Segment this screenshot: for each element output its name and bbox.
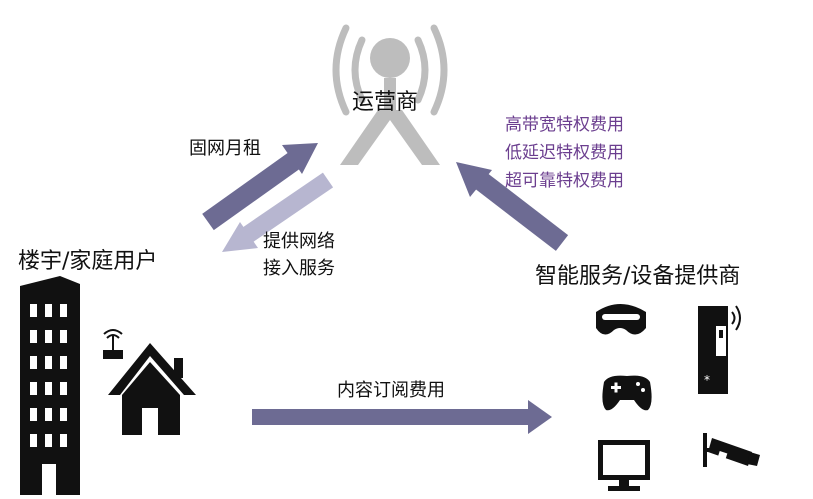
service-provider-label: 智能服务/设备提供商 <box>535 264 741 289</box>
network-access-line-2: 接入服务 <box>263 258 335 279</box>
content-subscription-label: 内容订阅费用 <box>337 380 445 401</box>
premium-fees-label: 高带宽特权费用 低延迟特权费用 超可靠特权费用 <box>505 111 624 195</box>
monthly-rent-arrow <box>202 143 318 231</box>
operator-label: 运营商 <box>352 90 419 115</box>
network-access-label: 提供网络 接入服务 <box>263 228 335 282</box>
building-users-label: 楼宇/家庭用户 <box>18 249 158 274</box>
premium-fee-latency: 低延迟特权费用 <box>505 143 624 163</box>
network-access-arrow <box>222 172 334 252</box>
content-subscription-arrow <box>252 400 552 434</box>
network-access-line-1: 提供网络 <box>263 231 335 252</box>
monthly-rent-label: 固网月租 <box>189 138 261 159</box>
premium-fee-bandwidth: 高带宽特权费用 <box>505 115 624 135</box>
svg-text:*: * <box>704 373 710 387</box>
premium-fee-reliability: 超可靠特权费用 <box>505 171 624 191</box>
premium-fees-arrow <box>456 162 569 251</box>
